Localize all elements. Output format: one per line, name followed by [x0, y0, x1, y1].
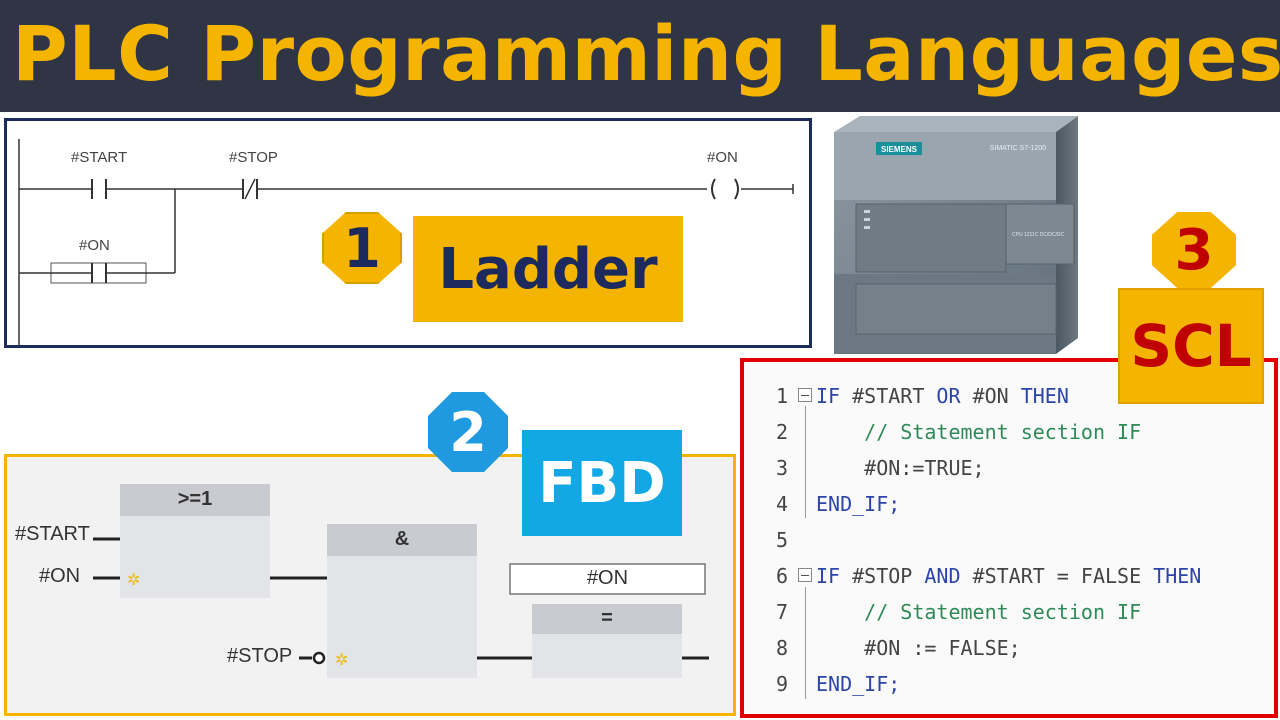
fold-collapse-icon[interactable] [798, 388, 812, 402]
scl-code-line: 4 END_IF; [744, 486, 1274, 522]
line-number: 3 [775, 456, 788, 480]
scl-code-line: 7 // Statement section IF [744, 594, 1274, 630]
code-token: #ON := FALSE; [816, 636, 1021, 660]
siemens-plc-image: SIEMENS SIMATIC S7-1200 CPU 1211C DC/DC/… [834, 116, 1078, 354]
svg-text:SIEMENS: SIEMENS [881, 145, 918, 154]
assign-block-header [532, 604, 682, 634]
line-number: 2 [775, 420, 788, 444]
code-token: #STOP [852, 564, 925, 588]
ladder-diagram-panel: #START #STOP #ON #ON [4, 118, 812, 348]
code-token: // Statement section IF [816, 420, 1142, 444]
code-token: END_IF; [816, 492, 901, 516]
line-code: END_IF; [816, 486, 900, 522]
on-branch-tag: #ON [79, 237, 110, 254]
assign-block-title: = [601, 607, 613, 629]
and-block-title: & [394, 528, 410, 550]
code-token: IF [816, 384, 853, 408]
svg-text:SIMATIC S7-1200: SIMATIC S7-1200 [990, 145, 1046, 152]
or-block-title: >=1 [177, 488, 213, 510]
code-token: THEN [1153, 564, 1202, 588]
line-code: IF #STOP AND #START = FALSE THEN [816, 558, 1201, 594]
line-code: #ON := FALSE; [816, 630, 1021, 666]
scl-code-line: 1 IF #START OR #ON THEN [744, 378, 1274, 414]
code-token: THEN [1020, 384, 1069, 408]
line-number: 7 [775, 600, 788, 624]
header-banner: PLC Programming Languages [0, 0, 1280, 112]
code-token: // Statement section IF [816, 600, 1142, 624]
line-code: // Statement section IF [816, 414, 1141, 450]
fbd-on-input: #ON [39, 565, 81, 587]
line-code: IF #START OR #ON THEN [816, 378, 1069, 414]
line-code: // Statement section IF [816, 594, 1141, 630]
line-number: 5 [775, 528, 788, 552]
on-coil-right [734, 178, 739, 200]
code-token: #START [852, 384, 937, 408]
scl-code-line: 3 #ON:=TRUE; [744, 450, 1274, 486]
scl-code-line: 2 // Statement section IF [744, 414, 1274, 450]
and-block-header [327, 524, 477, 556]
negation-circle [312, 651, 326, 665]
code-token: END_IF; [816, 672, 901, 696]
line-number: 8 [775, 636, 788, 660]
output-tag-box [509, 563, 706, 595]
and-star-icon: ✲ [335, 650, 348, 669]
line-code: END_IF; [816, 666, 900, 702]
page-title: PLC Programming Languages [12, 9, 1280, 98]
code-token: OR [936, 384, 973, 408]
line-code: #ON:=TRUE; [816, 450, 985, 486]
stop-contact-slash [244, 178, 256, 200]
ladder-label: Ladder [413, 216, 683, 322]
on-coil-tag: #ON [707, 149, 738, 166]
scl-code-line: 5 [744, 522, 1274, 558]
ladder-rungs [18, 139, 794, 345]
or-star-icon: ✲ [127, 570, 140, 589]
fbd-label: FBD [522, 430, 682, 536]
fbd-stop-input: #STOP [227, 645, 293, 667]
fbd-blocks: ✲ ✲ [93, 484, 709, 678]
start-tag: #START [71, 149, 128, 166]
and-block-body [327, 556, 477, 678]
code-token: IF [816, 564, 853, 588]
fold-collapse-icon[interactable] [798, 568, 812, 582]
line-number: 4 [775, 492, 788, 516]
stop-tag: #STOP [229, 149, 278, 166]
scl-label: SCL [1118, 288, 1264, 404]
scl-code-line: 9 END_IF; [744, 666, 1274, 702]
fbd-output-tag: #ON [586, 567, 629, 589]
code-token: #ON [972, 384, 1021, 408]
or-block-body [120, 516, 270, 598]
or-block-header [120, 484, 270, 516]
line-number: 9 [775, 672, 788, 696]
scl-number-badge: 3 [1152, 212, 1236, 288]
ladder-number-badge: 1 [322, 212, 402, 284]
assign-block-body [532, 634, 682, 678]
fbd-number-badge: 2 [428, 392, 508, 472]
on-coil-left [711, 178, 716, 200]
scl-code-line: 6 IF #STOP AND #START = FALSE THEN [744, 558, 1274, 594]
code-token: #ON:=TRUE; [816, 456, 985, 480]
svg-text:CPU 1211C DC/DC/DC: CPU 1211C DC/DC/DC [1012, 232, 1065, 238]
code-token: #START = FALSE [972, 564, 1154, 588]
line-number: 6 [775, 564, 788, 588]
code-token: AND [924, 564, 973, 588]
fbd-start-input: #START [15, 523, 90, 545]
line-number: 1 [775, 384, 788, 408]
scl-code-line: 8 #ON := FALSE; [744, 630, 1274, 666]
siemens-logo [876, 142, 922, 155]
